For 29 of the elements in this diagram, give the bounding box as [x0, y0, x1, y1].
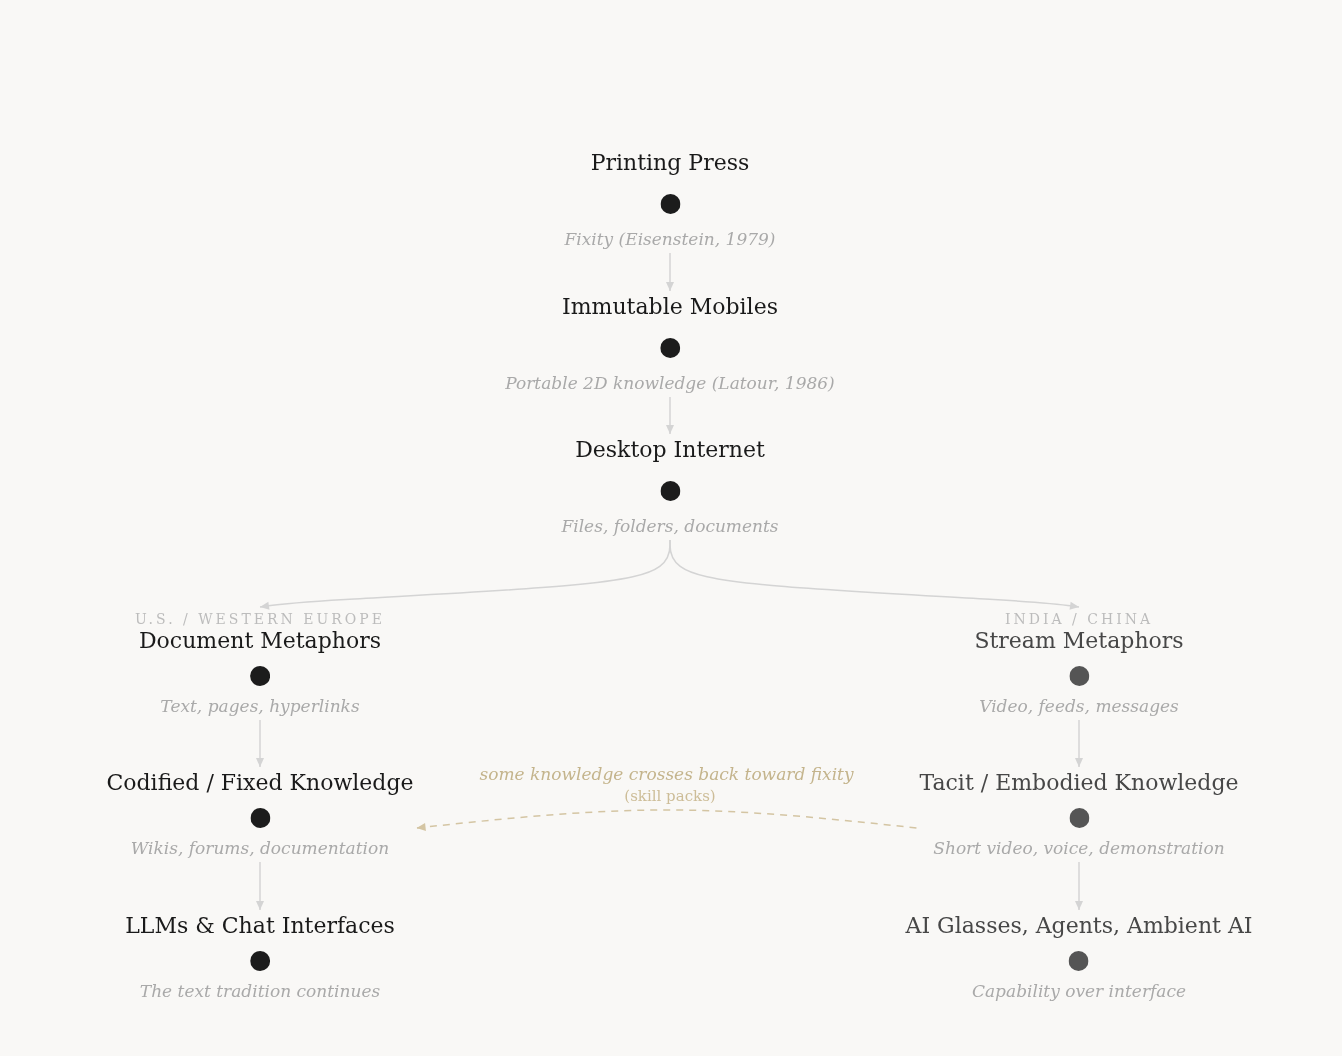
arrow	[256, 719, 264, 768]
milestone-caption: Capability over interface	[972, 980, 1186, 1002]
curved-arrow	[669, 539, 1080, 610]
milestone-caption: Fixity (Eisenstein, 1979)	[564, 228, 776, 250]
arrow	[1075, 861, 1083, 911]
milestone-title: LLMs & Chat Interfaces	[125, 913, 395, 939]
milestone-title: AI Glasses, Agents, Ambient AI	[905, 913, 1253, 939]
arrow	[666, 396, 674, 435]
milestone-title: Stream Metaphors	[974, 628, 1184, 654]
milestone-caption: Video, feeds, messages	[979, 695, 1179, 717]
milestone-caption: Portable 2D knowledge (Latour, 1986)	[505, 372, 835, 394]
milestone-caption: Text, pages, hyperlinks	[160, 695, 360, 717]
milestone-caption: Wikis, forums, documentation	[130, 837, 390, 859]
region-label: U.S. / WESTERN EUROPE	[135, 610, 385, 628]
arrow	[1075, 719, 1083, 768]
milestone-caption: The text tradition continues	[139, 980, 381, 1002]
note-text: (skill packs)	[624, 787, 716, 805]
milestone-title: Codified / Fixed Knowledge	[106, 770, 414, 796]
milestone-title: Document Metaphors	[138, 628, 382, 654]
milestone-caption: Files, folders, documents	[561, 515, 779, 537]
region-label: INDIA / CHINA	[1004, 610, 1154, 628]
milestone-caption: Short video, voice, demonstration	[933, 837, 1225, 859]
milestone-title: Tacit / Embodied Knowledge	[919, 770, 1239, 796]
milestone-title: Desktop Internet	[575, 437, 765, 463]
dashed-curved-arrow	[415, 809, 918, 831]
milestone-title: Printing Press	[590, 150, 750, 176]
milestone-title: Immutable Mobiles	[562, 294, 778, 320]
arrow	[256, 861, 264, 911]
arrow	[666, 252, 674, 292]
